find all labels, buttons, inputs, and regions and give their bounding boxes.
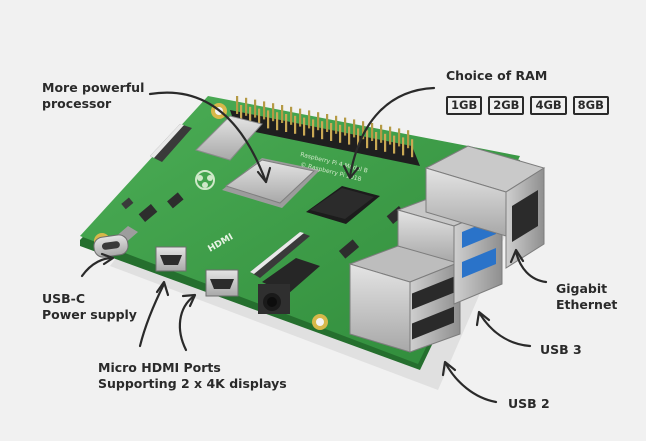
gpio-pin (263, 101, 266, 120)
gpio-pin (281, 105, 284, 123)
component (338, 239, 360, 259)
gpio-pin (362, 121, 365, 140)
gpio-pin (371, 123, 374, 141)
arrow-usb-3 (478, 312, 532, 348)
label-ethernet-line-1: Gigabit (556, 281, 608, 296)
label-ethernet: Gigabit Ethernet (556, 281, 617, 313)
gpio-pin (285, 114, 288, 132)
micro-hdmi-port (155, 246, 187, 272)
gpio-pin (344, 117, 347, 136)
usb-c-port (93, 226, 138, 258)
component (138, 204, 158, 222)
arrow-hdmi-1 (138, 282, 166, 348)
gpio-pin (312, 119, 315, 138)
gpio-pin (353, 119, 356, 138)
gpio-pin (402, 137, 405, 156)
label-ram: Choice of RAM (446, 68, 548, 83)
arrow-usb-2 (444, 362, 498, 404)
gpio-pin (258, 108, 261, 127)
arrow-hdmi-2 (178, 294, 196, 352)
gpio-pin (267, 110, 270, 129)
label-usb-c-line-1: USB-C (42, 291, 86, 306)
label-usb-2: USB 2 (508, 396, 550, 411)
gpio-pin (299, 108, 302, 127)
gpio-pin (308, 110, 311, 129)
gpio-pin (249, 106, 252, 125)
label-processor-line-2: processor (42, 96, 112, 111)
arrow-processor (148, 91, 268, 184)
label-processor-line-1: More powerful (42, 80, 145, 95)
gpio-pin (411, 139, 414, 158)
camera-connector (250, 232, 310, 278)
gpio-pin (366, 130, 369, 149)
label-hdmi-line-1: Micro HDMI Ports (98, 360, 221, 375)
gpio-pin (240, 105, 243, 123)
gpio-pin (290, 106, 293, 125)
gpio-pin (335, 115, 338, 134)
gpio-pin (348, 126, 351, 145)
ram-option: 8GB (572, 96, 609, 115)
gpio-pin (272, 103, 275, 122)
gpio-pin (326, 114, 329, 132)
label-ethernet-line-2: Ethernet (556, 297, 618, 312)
gpio-pin (398, 128, 401, 147)
label-usb-c-line-2: Power supply (42, 307, 137, 322)
label-usb-3: USB 3 (540, 342, 582, 357)
gpio-pin (236, 96, 239, 114)
gpio-pin (393, 135, 396, 154)
gpio-pin (389, 126, 392, 145)
usb-2-ports (348, 245, 462, 353)
ram-options: 1GB 2GB 4GB 8GB (446, 96, 609, 115)
display-connector (150, 124, 192, 162)
label-hdmi-line-2: Supporting 2 x 4K displays (98, 376, 287, 391)
component (167, 192, 184, 209)
ram-option: 1GB (446, 96, 483, 115)
arrow-ram (348, 86, 436, 178)
gpio-pin (407, 130, 410, 149)
gpio-pin (294, 115, 297, 134)
gpio-pin (254, 99, 257, 118)
gpio-pin (245, 97, 248, 116)
arrow-ethernet (514, 250, 548, 284)
raspberry-logo-icon (195, 170, 215, 190)
component (121, 197, 134, 210)
gpio-pin (330, 123, 333, 141)
ethernet-port (424, 145, 546, 269)
gpio-header (230, 96, 420, 166)
gpio-pin (321, 121, 324, 140)
wireless-module (195, 115, 263, 161)
micro-hdmi-port (205, 269, 239, 297)
gpio-pin (380, 124, 383, 143)
label-processor: More powerful processor (42, 80, 144, 112)
gpio-pin (357, 128, 360, 147)
arrow-usb-c (80, 256, 114, 278)
label-hdmi: Micro HDMI Ports Supporting 2 x 4K displ… (98, 360, 287, 392)
gpio-pin (317, 112, 320, 131)
gpio-pin (303, 117, 306, 136)
ram-option: 4GB (530, 96, 567, 115)
gpio-pin (375, 132, 378, 150)
gpio-pin (276, 112, 279, 131)
ram-option: 2GB (488, 96, 525, 115)
gpio-pin (384, 133, 387, 152)
label-usb-c: USB-C Power supply (42, 291, 137, 323)
audio-jack (258, 258, 320, 314)
gpio-pin (339, 124, 342, 143)
